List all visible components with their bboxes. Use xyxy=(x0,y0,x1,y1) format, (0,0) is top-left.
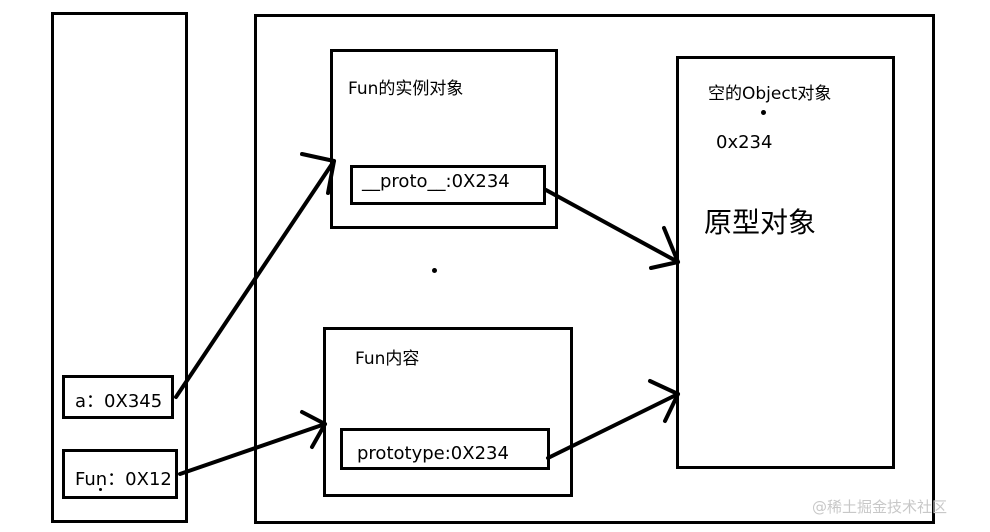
prototype-box xyxy=(340,428,550,470)
arrow-fun-to-content xyxy=(178,422,327,476)
object-address: 0x234 xyxy=(716,132,773,153)
var-a-box xyxy=(62,375,174,419)
fun-content-title: Fun内容 xyxy=(355,349,420,369)
dot-mark xyxy=(99,488,102,491)
instance-box xyxy=(330,49,558,229)
watermark: @稀土掘金技术社区 xyxy=(812,498,948,516)
object-title: 空的Object对象 xyxy=(708,84,832,104)
var-fun-label: Fun：0X12 xyxy=(75,469,172,490)
arrow-prototype-to-object-head xyxy=(648,379,680,423)
var-fun-box xyxy=(62,449,178,499)
arrow-a-to-instance-head xyxy=(300,152,336,195)
arrow-proto-to-object-head xyxy=(649,226,680,270)
fun-content-box xyxy=(323,327,573,497)
stack-panel xyxy=(51,12,188,523)
arrow-proto-to-object xyxy=(544,188,680,264)
prototype-object-label: 原型对象 xyxy=(704,206,817,239)
heap-panel xyxy=(254,14,935,524)
arrow-fun-to-content-head xyxy=(300,410,327,449)
prototype-label: prototype:0X234 xyxy=(357,443,509,464)
proto-box xyxy=(350,165,546,205)
arrow-a-to-instance xyxy=(174,159,336,399)
arrow-prototype-to-object xyxy=(546,392,680,460)
instance-title: Fun的实例对象 xyxy=(348,79,464,99)
dot-mark xyxy=(761,110,766,115)
proto-label: __proto__:0X234 xyxy=(362,171,510,192)
var-a-label: a：0X345 xyxy=(75,391,163,412)
dot-mark xyxy=(432,268,437,273)
